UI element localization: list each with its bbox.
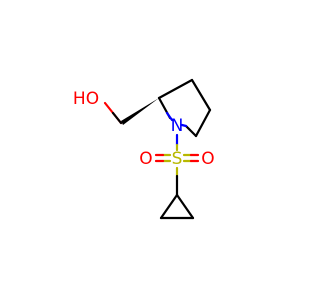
atom-label-oxygen-right: O	[201, 149, 214, 169]
bond-c3-c4	[190, 78, 212, 112]
wedge-bond-c2-ch2	[121, 98, 159, 125]
atom-label-sulfur: S	[172, 149, 183, 169]
bond-c4-c5	[194, 108, 212, 138]
bond-c2-c3	[157, 78, 194, 100]
atom-label-oxygen-left: O	[139, 149, 152, 169]
bond-cp-3	[175, 193, 195, 220]
atom-label-nitrogen: N	[171, 116, 184, 136]
molecule-canvas: HO N S O O	[72, 78, 215, 220]
atom-label-hydroxyl: HO	[73, 89, 99, 109]
bond-c5-n-blue	[180, 123, 188, 128]
molecule-structure: HO N S O O	[73, 78, 215, 220]
bond-n-c2-blue	[165, 111, 174, 122]
bond-o-ch2-black	[111, 111, 123, 125]
bond-cp-1	[159, 193, 179, 220]
bond-c5-n	[184, 124, 198, 138]
